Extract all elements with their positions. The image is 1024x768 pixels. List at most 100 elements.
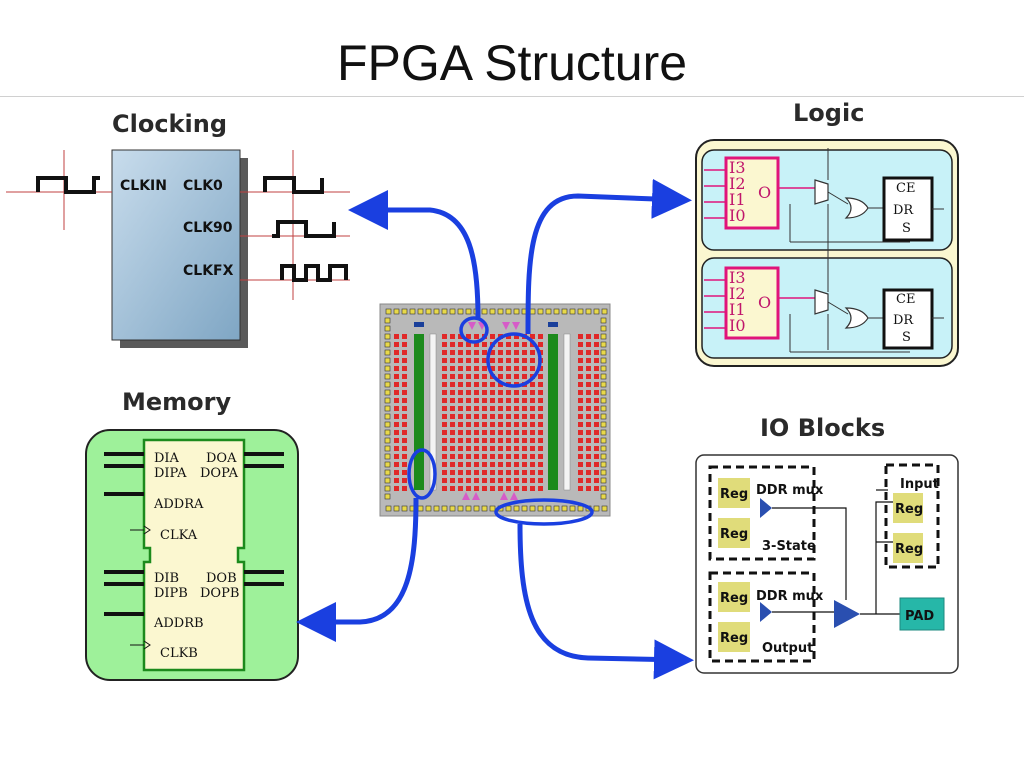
fpga-logic-cell bbox=[450, 470, 455, 475]
clkfx-waveform bbox=[280, 264, 348, 282]
fpga-logic-cell bbox=[522, 454, 527, 459]
fpga-io-pad bbox=[600, 485, 607, 492]
reg-output-1-label: Reg bbox=[720, 591, 748, 606]
fpga-io-pad bbox=[433, 308, 440, 315]
fpga-logic-cell bbox=[530, 478, 535, 483]
fpga-logic-cell bbox=[466, 478, 471, 483]
memory-dib-label: DIB bbox=[154, 571, 179, 586]
fpga-logic-cell bbox=[466, 406, 471, 411]
fpga-logic-cell bbox=[514, 470, 519, 475]
fpga-logic-cell bbox=[394, 430, 399, 435]
fpga-logic-cell bbox=[506, 462, 511, 467]
fpga-logic-cell bbox=[450, 414, 455, 419]
connection-arrows bbox=[296, 178, 694, 680]
fpga-clock-buffers-top bbox=[468, 322, 520, 330]
fpga-io-pad bbox=[600, 381, 607, 388]
fpga-logic-cell bbox=[458, 414, 463, 419]
fpga-io-pad bbox=[384, 357, 391, 364]
fpga-logic-cell bbox=[450, 422, 455, 427]
fpga-io-pad bbox=[384, 485, 391, 492]
arrow-to-clocking bbox=[348, 190, 481, 319]
fpga-io-pads bbox=[384, 308, 608, 512]
fpga-io-pad bbox=[600, 365, 607, 372]
fpga-io-pad bbox=[505, 505, 512, 512]
fpga-logic-cell bbox=[538, 430, 543, 435]
reg-input-1-label: Reg bbox=[895, 502, 923, 517]
fpga-logic-cell bbox=[458, 382, 463, 387]
fpga-logic-cell bbox=[474, 414, 479, 419]
title-divider bbox=[0, 96, 1024, 97]
fpga-logic-cell bbox=[466, 374, 471, 379]
fpga-logic-cell bbox=[530, 334, 535, 339]
fpga-logic-cell bbox=[490, 478, 495, 483]
fpga-logic-cell bbox=[586, 414, 591, 419]
fpga-logic-cell bbox=[450, 438, 455, 443]
fpga-io-pad bbox=[600, 493, 607, 500]
fpga-logic-cell bbox=[594, 390, 599, 395]
fpga-logic-cell bbox=[490, 430, 495, 435]
fpga-io-pad bbox=[600, 421, 607, 428]
fpga-logic-cell bbox=[402, 366, 407, 371]
fpga-logic-cell bbox=[578, 334, 583, 339]
fpga-io-pad bbox=[489, 308, 496, 315]
fpga-io-pad bbox=[384, 317, 391, 324]
fpga-logic-cell bbox=[394, 398, 399, 403]
ff-bottom-ce-label: CE bbox=[896, 292, 915, 307]
fpga-logic-cell bbox=[578, 350, 583, 355]
fpga-logic-cell bbox=[490, 470, 495, 475]
lut-top-input-i2: I2 bbox=[729, 174, 746, 193]
fpga-logic-cell bbox=[530, 406, 535, 411]
fpga-logic-cell bbox=[506, 446, 511, 451]
fpga-logic-cell bbox=[506, 342, 511, 347]
fpga-logic-cell bbox=[442, 478, 447, 483]
ddr-mux-output-icon bbox=[760, 602, 772, 622]
fpga-logic-cell bbox=[522, 406, 527, 411]
fpga-io-pad bbox=[600, 461, 607, 468]
fpga-logic-cell bbox=[578, 446, 583, 451]
fpga-io-pad bbox=[585, 308, 592, 315]
fpga-logic-cell bbox=[594, 366, 599, 371]
fpga-io-pad bbox=[600, 453, 607, 460]
fpga-logic-cell bbox=[402, 462, 407, 467]
fpga-logic-cell bbox=[474, 366, 479, 371]
fpga-logic-cell bbox=[522, 398, 527, 403]
fpga-logic-cell bbox=[594, 382, 599, 387]
fpga-logic-cell bbox=[530, 350, 535, 355]
fpga-logic-cell bbox=[506, 430, 511, 435]
fpga-logic-cell bbox=[482, 430, 487, 435]
fpga-logic-cell bbox=[466, 454, 471, 459]
fpga-logic-cell bbox=[450, 382, 455, 387]
fpga-logic-cell bbox=[522, 358, 527, 363]
io-region-highlight bbox=[494, 498, 594, 526]
fpga-logic-cell bbox=[530, 342, 535, 347]
clocking-block bbox=[111, 149, 241, 341]
fpga-logic-cell bbox=[530, 398, 535, 403]
fpga-logic-cell bbox=[482, 454, 487, 459]
reg-output-2-label: Reg bbox=[720, 631, 748, 646]
fpga-logic-cell bbox=[586, 470, 591, 475]
fpga-logic-cell bbox=[442, 350, 447, 355]
fpga-logic-cell bbox=[466, 390, 471, 395]
memory-clka-label: CLKA bbox=[160, 528, 198, 543]
ddr-mux-3state-label: DDR mux bbox=[756, 483, 824, 498]
fpga-logic-cell bbox=[490, 462, 495, 467]
fpga-logic-cell bbox=[442, 398, 447, 403]
fpga-io-pad bbox=[384, 405, 391, 412]
fpga-logic-cell bbox=[466, 446, 471, 451]
fpga-logic-cell bbox=[506, 486, 511, 491]
fpga-logic-cell bbox=[514, 462, 519, 467]
fpga-logic-cell bbox=[522, 438, 527, 443]
fpga-io-pad bbox=[537, 308, 544, 315]
fpga-logic-cell bbox=[578, 374, 583, 379]
fpga-logic-cell bbox=[466, 422, 471, 427]
fpga-logic-cell bbox=[586, 422, 591, 427]
fpga-io-pad bbox=[497, 308, 504, 315]
fpga-io-pad bbox=[600, 373, 607, 380]
fpga-io-pad bbox=[537, 505, 544, 512]
fpga-logic-cell bbox=[522, 486, 527, 491]
fpga-io-pad bbox=[600, 437, 607, 444]
fpga-logic-cell bbox=[514, 414, 519, 419]
mux-top-icon bbox=[814, 179, 829, 205]
fpga-logic-cell bbox=[586, 334, 591, 339]
ddr-mux-3state-icon bbox=[760, 498, 772, 518]
